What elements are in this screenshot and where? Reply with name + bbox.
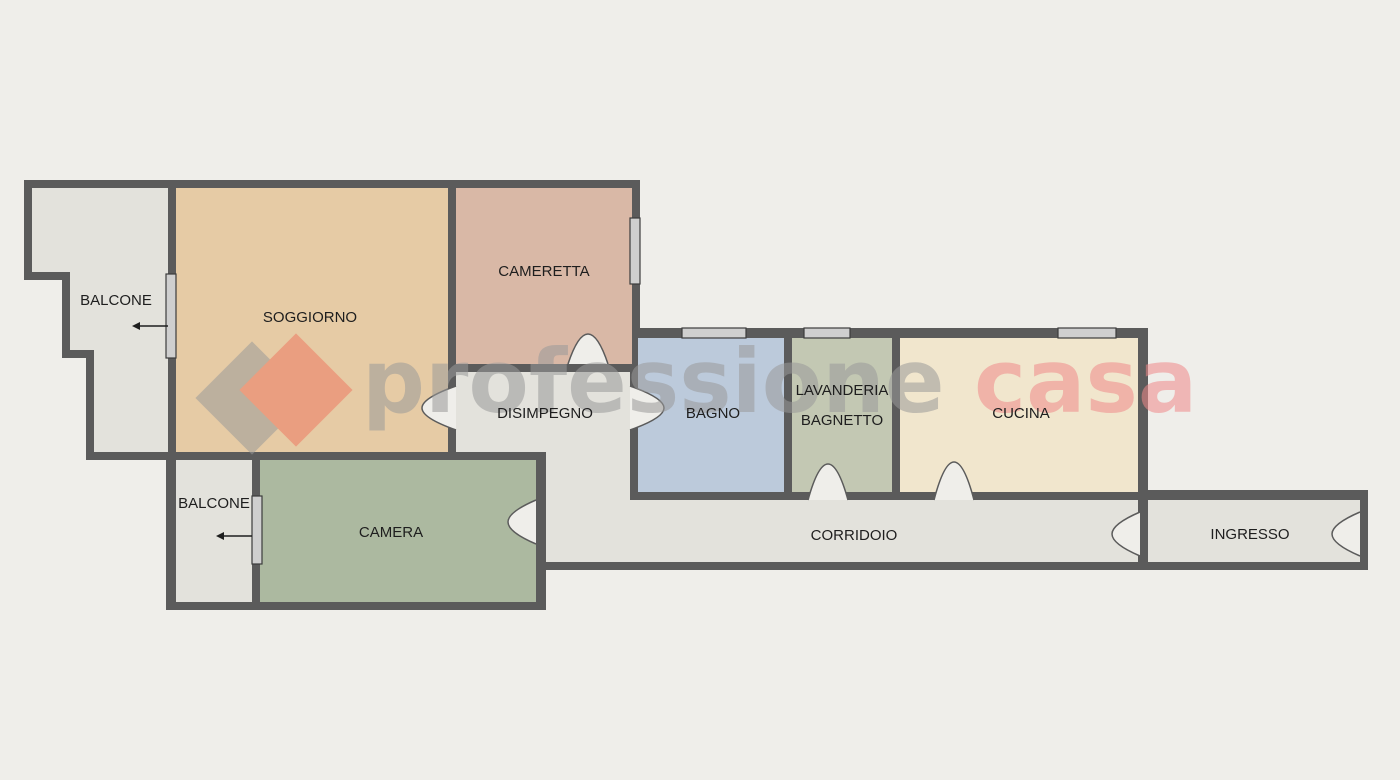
window-cameretta (629, 217, 641, 285)
balcony-arrows (132, 322, 252, 540)
door-disimpegno-left (421, 385, 457, 431)
door-cucina (933, 461, 975, 501)
door-cameretta (567, 333, 609, 365)
ingresso-floor (1148, 500, 1360, 562)
watermark-logo-front (239, 333, 353, 447)
label-corridoio: CORRIDOIO (811, 527, 898, 544)
cucina-floor (900, 338, 1138, 492)
arrow-head-balcone-left (132, 322, 140, 330)
balcone-bottom-floor (176, 460, 252, 602)
arrow-head-balcone-bottom (216, 532, 224, 540)
corridoio-floor (456, 372, 1138, 562)
window-cucina (1057, 327, 1117, 339)
label-cameretta: CAMERETTA (498, 263, 589, 280)
door-lavanderia (807, 463, 849, 501)
windows (165, 217, 1117, 565)
door-ingresso-right (1331, 511, 1361, 557)
bagno-floor (638, 338, 784, 492)
window-camera (251, 495, 263, 565)
watermark-text-professione: professione (362, 330, 945, 433)
label-balcone-left: BALCONE (80, 292, 152, 309)
door-ingresso-left (1111, 511, 1141, 557)
label-soggiorno: SOGGIORNO (263, 309, 357, 326)
rooms (32, 188, 1138, 602)
balcone-left-floor (32, 188, 168, 452)
label-cucina: CUCINA (992, 405, 1050, 422)
lavanderia-floor (792, 338, 892, 492)
doors (421, 333, 1361, 557)
label-lavanderia: LAVANDERIA (796, 382, 889, 399)
label-balcone-bottom: BALCONE (178, 495, 250, 512)
label-bagnetto: BAGNETTO (801, 412, 883, 429)
window-bagno (681, 327, 747, 339)
cameretta-floor (456, 188, 632, 364)
room-labels: BALCONE SOGGIORNO CAMERETTA DISIMPEGNO B… (80, 263, 1289, 544)
camera-floor (260, 460, 536, 602)
door-camera (507, 499, 537, 545)
door-disimpegno-right (629, 385, 665, 431)
label-bagno: BAGNO (686, 405, 740, 422)
label-camera: CAMERA (359, 524, 423, 541)
watermark-text-casa: casa (974, 330, 1197, 433)
window-soggiorno (165, 273, 177, 359)
corridor-area (456, 372, 1360, 562)
label-disimpegno: DISIMPEGNO (497, 405, 593, 422)
watermark: professione casa (195, 330, 1197, 455)
label-ingresso: INGRESSO (1210, 526, 1289, 543)
window-lavanderia (803, 327, 851, 339)
